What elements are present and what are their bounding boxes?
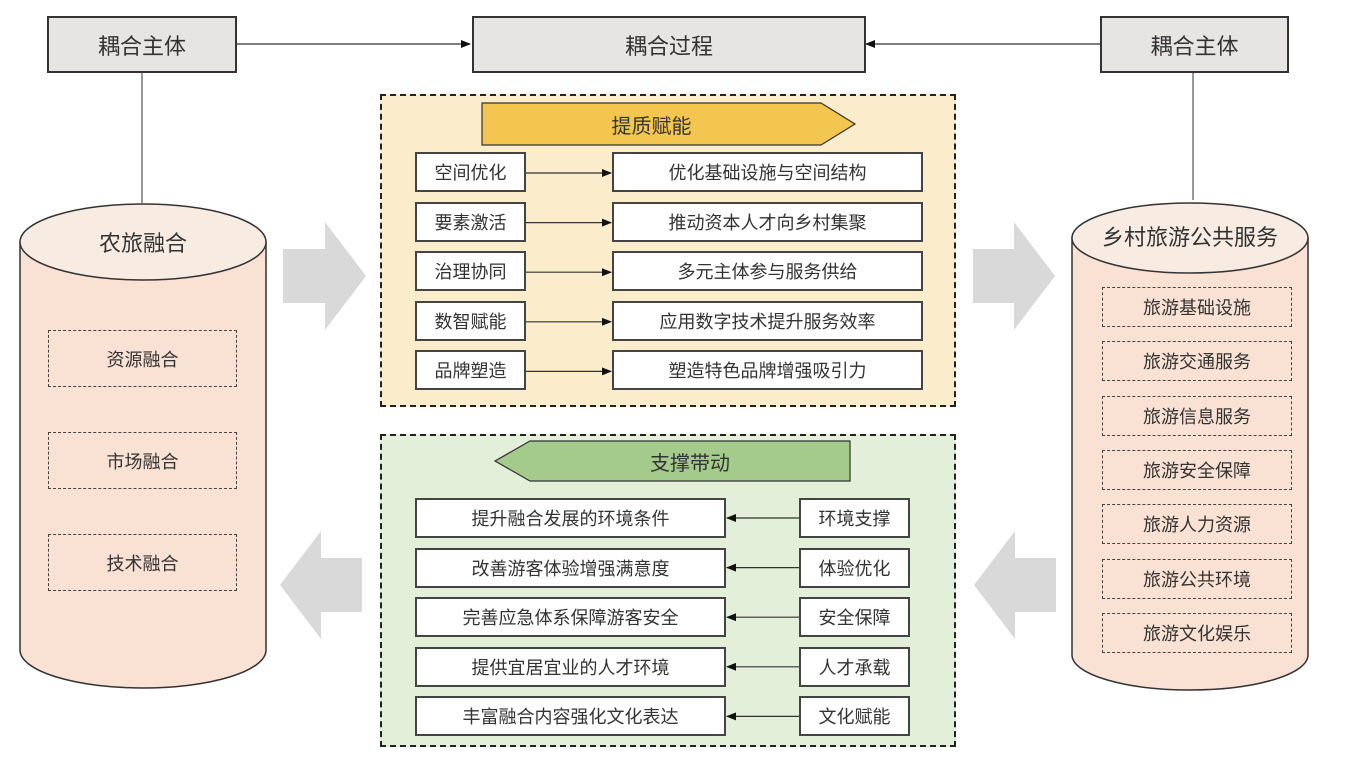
process-box: 耦合过程 — [472, 16, 866, 73]
top-row-left-box: 要素激活 — [415, 201, 526, 242]
top-row-left-label: 品牌塑造 — [434, 361, 507, 383]
right-item-label: 旅游交通服务 — [1143, 352, 1251, 374]
block-arrow-left-lower-left — [280, 531, 362, 639]
bottom-row-right-box: 人才承载 — [799, 646, 910, 687]
top-row-right-label: 推动资本人才向乡村集聚 — [668, 212, 867, 234]
right-cylinder-title: 乡村旅游公共服务 — [1101, 226, 1278, 251]
bottom-row-right-box: 环境支撑 — [799, 498, 910, 538]
block-arrow-right-upper-left — [283, 222, 366, 330]
top-row-right-box: 推动资本人才向乡村集聚 — [612, 201, 923, 242]
block-arrow-left-lower-right — [974, 531, 1056, 639]
bottom-panel — [380, 434, 956, 747]
top-row-right-label: 塑造特色品牌增强吸引力 — [668, 361, 867, 383]
bottom-panel-bg — [380, 434, 956, 747]
bottom-row-left-box: 提升融合发展的环境条件 — [415, 498, 726, 538]
right-item: 旅游公共环境 — [1102, 558, 1292, 599]
top-row-left-box: 数智赋能 — [415, 300, 526, 341]
bottom-row-right-box: 安全保障 — [799, 597, 910, 638]
top-panel — [380, 94, 956, 407]
bottom-row-right-label: 人才承载 — [818, 657, 891, 679]
right-item-label: 旅游安全保障 — [1143, 460, 1251, 482]
bottom-row-left-label: 提供宜居宜业的人才环境 — [471, 657, 670, 679]
top-row-right-box: 多元主体参与服务供给 — [612, 251, 923, 292]
bottom-row-left-label: 丰富融合内容强化文化表达 — [462, 707, 679, 729]
top-row-left-box: 空间优化 — [415, 152, 526, 192]
top-row-right-box: 优化基础设施与空间结构 — [612, 152, 923, 192]
bottom-row-right-box: 文化赋能 — [799, 696, 910, 737]
top-row-left-label: 数智赋能 — [434, 311, 507, 333]
right-subject-box: 耦合主体 — [1100, 16, 1289, 73]
bottom-row-left-label: 提升融合发展的环境条件 — [471, 509, 670, 530]
right-item: 旅游信息服务 — [1102, 395, 1292, 436]
bottom-row-right-box: 体验优化 — [799, 547, 910, 588]
top-row-right-box: 塑造特色品牌增强吸引力 — [612, 350, 923, 391]
left-item: 市场融合 — [48, 432, 237, 489]
right-item: 旅游文化娱乐 — [1102, 612, 1292, 653]
left-subject-box: 耦合主体 — [47, 16, 237, 73]
right-item-label: 旅游基础设施 — [1143, 298, 1251, 319]
left-cylinder-shape — [19, 203, 267, 689]
bottom-row-right-label: 安全保障 — [818, 608, 891, 630]
left-item: 技术融合 — [48, 534, 237, 591]
right-item-label: 旅游文化娱乐 — [1143, 623, 1251, 645]
left-subject-label: 耦合主体 — [97, 34, 186, 60]
top-row-left-box: 品牌塑造 — [415, 350, 526, 391]
top-row-left-label: 治理协同 — [434, 262, 507, 284]
right-item-label: 旅游信息服务 — [1143, 406, 1251, 428]
right-item: 旅游基础设施 — [1102, 287, 1292, 327]
bottom-row-left-box: 丰富融合内容强化文化表达 — [415, 696, 726, 737]
top-banner-label: 提质赋能 — [611, 113, 692, 138]
left-cylinder-title: 农旅融合 — [98, 232, 187, 257]
block-arrow-right-upper-right — [973, 222, 1055, 330]
top-row-left-label: 要素激活 — [434, 212, 507, 234]
right-cylinder-shape — [1071, 202, 1309, 691]
bottom-row-left-box: 改善游客体验增强满意度 — [415, 547, 726, 588]
bottom-row-left-box: 完善应急体系保障游客安全 — [415, 597, 726, 638]
top-row-right-label: 优化基础设施与空间结构 — [668, 163, 867, 184]
process-label: 耦合过程 — [624, 34, 713, 60]
top-row-left-label: 空间优化 — [434, 163, 507, 184]
right-item-label: 旅游人力资源 — [1143, 515, 1251, 537]
top-row-right-label: 多元主体参与服务供给 — [677, 262, 858, 284]
bottom-banner-shape — [493, 440, 851, 482]
left-item-label: 技术融合 — [106, 553, 179, 575]
bottom-banner-label: 支撑带动 — [650, 450, 730, 475]
top-row-right-label: 应用数字技术提升服务效率 — [659, 311, 876, 333]
bottom-row-right-label: 文化赋能 — [818, 707, 891, 729]
right-item: 旅游交通服务 — [1102, 341, 1292, 382]
top-row-left-box: 治理协同 — [415, 251, 526, 292]
left-item-label: 市场融合 — [106, 451, 179, 473]
bottom-row-left-box: 提供宜居宜业的人才环境 — [415, 646, 726, 687]
top-row-right-box: 应用数字技术提升服务效率 — [612, 300, 923, 341]
left-item-label: 资源融合 — [106, 349, 179, 371]
bottom-row-left-label: 完善应急体系保障游客安全 — [462, 608, 679, 630]
right-item: 旅游安全保障 — [1102, 449, 1292, 490]
top-banner-shape — [481, 102, 857, 146]
left-item: 资源融合 — [48, 330, 237, 387]
right-subject-label: 耦合主体 — [1150, 34, 1239, 60]
right-item-label: 旅游公共环境 — [1143, 569, 1251, 591]
bottom-row-right-label: 环境支撑 — [818, 509, 891, 530]
bottom-row-right-label: 体验优化 — [818, 558, 891, 580]
bottom-row-left-label: 改善游客体验增强满意度 — [471, 558, 670, 580]
right-item: 旅游人力资源 — [1102, 504, 1292, 545]
